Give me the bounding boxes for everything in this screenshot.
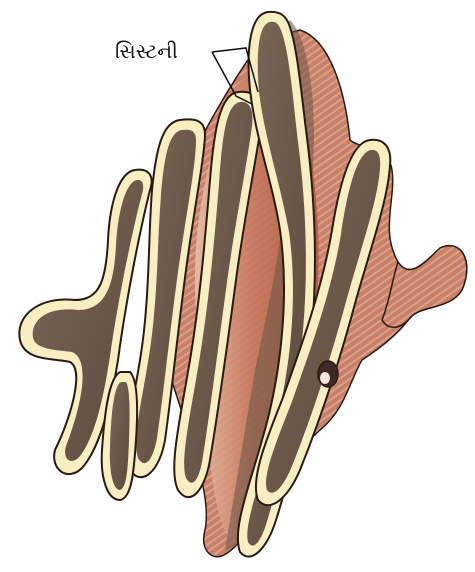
vesicle-opening [318,361,338,387]
cisternae-label: સિસ્ટની [115,39,178,63]
